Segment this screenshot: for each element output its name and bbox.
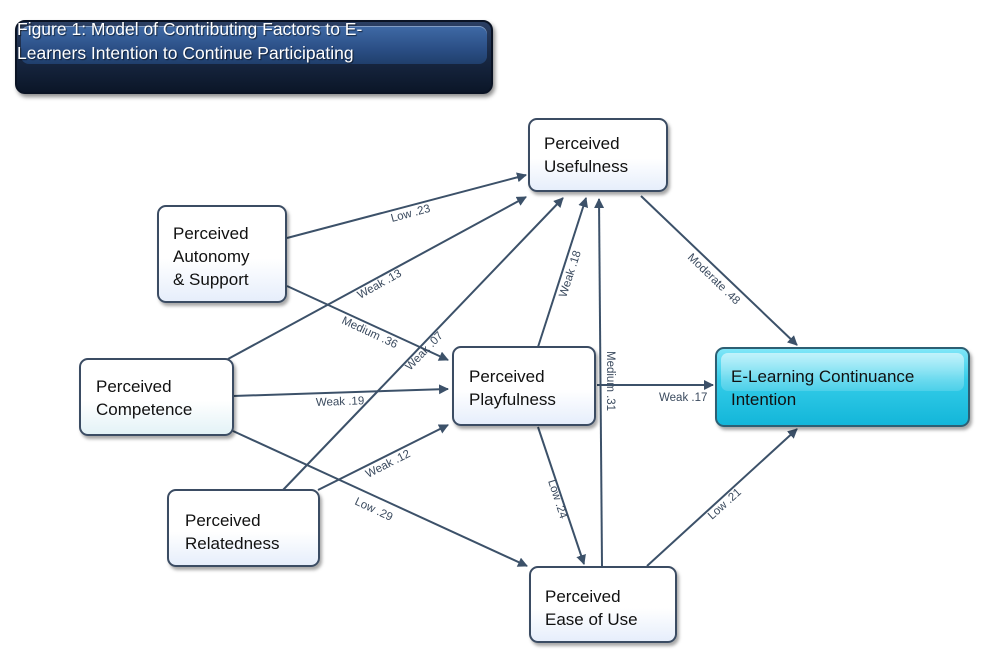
edge-ease-usefulness <box>594 198 605 567</box>
title-gloss <box>21 26 487 64</box>
edge-label-competence-playfulness: Weak .19 <box>316 395 365 409</box>
figure-title: Figure 1: Model of Contributing Factors … <box>17 19 363 63</box>
edge-competence-playfulness <box>232 384 449 397</box>
edge-relatedness-usefulness <box>282 197 564 491</box>
node-intention: E-Learning Continuance Intention <box>715 347 970 427</box>
edge-playfulness-ease <box>537 426 586 565</box>
node-label-playfulness: Perceived Playfulness <box>469 367 556 409</box>
edge-label-competence-ease: Low .29 <box>353 496 395 524</box>
edge-label-playfulness-ease: Low .24 <box>545 478 569 521</box>
node-relatedness: Perceived Relatedness <box>167 489 320 567</box>
edge-label-ease-intention: Low .21 <box>706 486 744 522</box>
node-label-intention: E-Learning Continuance Intention <box>731 367 915 409</box>
edge-relatedness-playfulness <box>317 424 449 491</box>
node-label-competence: Perceived Competence <box>96 377 193 419</box>
figure-title-banner <box>15 20 493 94</box>
edge-autonomy-playfulness <box>286 285 449 361</box>
edge-competence-usefulness <box>227 196 527 360</box>
edge-label-usefulness-intention: Moderate .48 <box>685 252 742 308</box>
edge-playfulness-usefulness <box>537 197 588 348</box>
node-label-ease: Perceived Ease of Use <box>545 587 638 629</box>
node-competence: Perceived Competence <box>79 358 234 436</box>
node-autonomy: Perceived Autonomy & Support <box>157 205 287 303</box>
edge-label-relatedness-usefulness: Weak .07 <box>404 330 446 373</box>
node-ease: Perceived Ease of Use <box>529 566 677 643</box>
node-intention-gloss <box>721 353 964 391</box>
edge-ease-intention <box>646 428 798 567</box>
node-playfulness: Perceived Playfulness <box>452 346 596 426</box>
edge-label-playfulness-intention: Weak .17 <box>659 392 707 404</box>
node-label-autonomy: Perceived Autonomy & Support <box>173 224 250 289</box>
edge-competence-ease <box>232 430 528 567</box>
node-label-relatedness: Perceived Relatedness <box>185 511 280 553</box>
edge-label-ease-usefulness: Medium .31 <box>604 351 616 411</box>
node-label-usefulness: Perceived Usefulness <box>544 134 629 176</box>
node-usefulness: Perceived Usefulness <box>528 118 668 192</box>
edge-usefulness-intention <box>640 195 798 346</box>
edge-autonomy-usefulness <box>286 172 527 239</box>
